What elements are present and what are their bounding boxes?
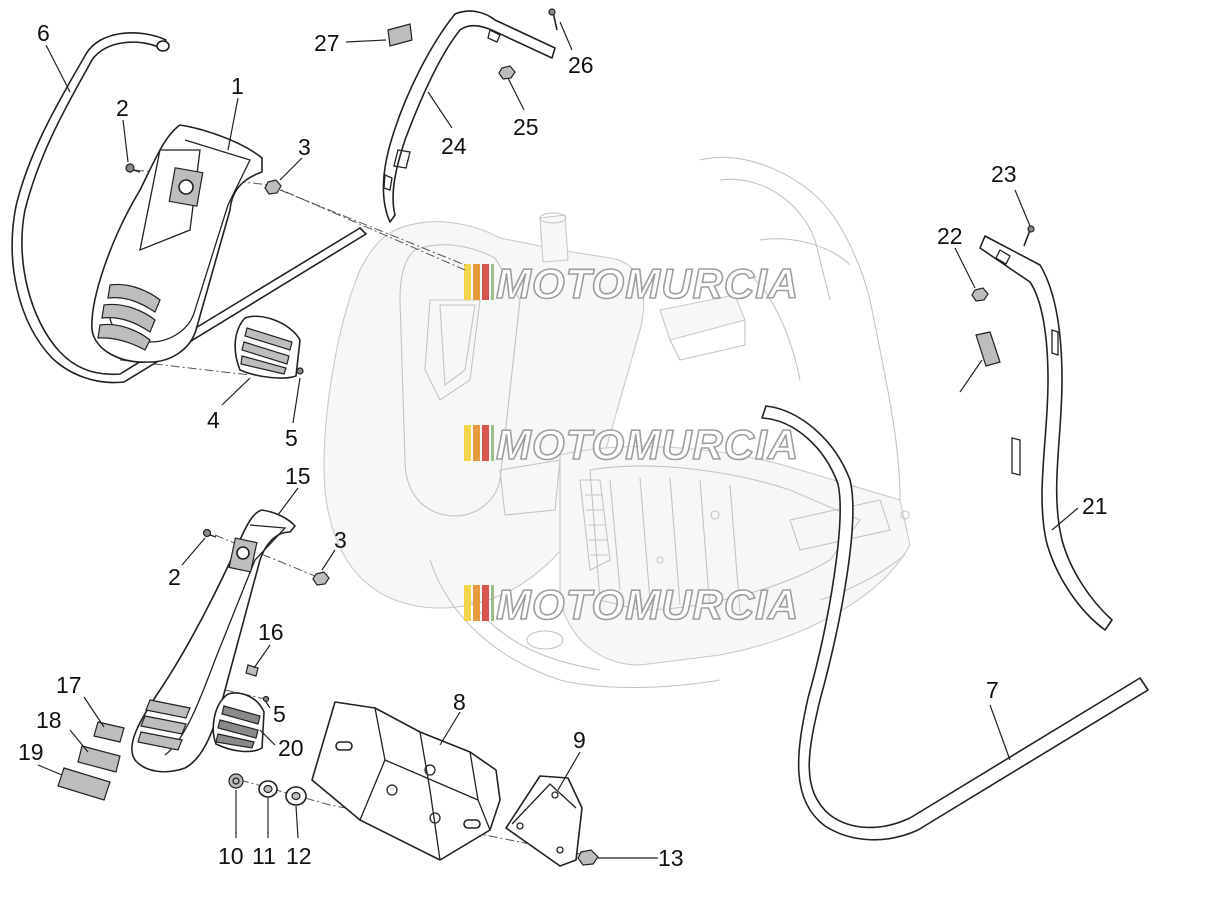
watermark-logo: MOTOMURCIA xyxy=(464,259,799,308)
callout-15: 16 xyxy=(258,619,284,645)
watermark-stripe xyxy=(482,264,489,300)
part-3-nut-lower xyxy=(312,571,330,586)
callout-10: 10 xyxy=(218,843,244,869)
watermark-text: MOTOMURCIA xyxy=(496,421,799,468)
part-13-nut xyxy=(577,849,599,866)
callout-22: 23 xyxy=(991,161,1017,187)
watermark-stripe xyxy=(482,585,489,621)
watermark-stripe xyxy=(482,425,489,461)
callout-3: 3 xyxy=(298,134,311,160)
watermark-logo: MOTOMURCIA xyxy=(464,420,799,469)
callout-11: 11 xyxy=(252,843,276,869)
part-21-nut xyxy=(971,287,989,302)
callout-1: 1 xyxy=(231,73,244,99)
part-3-nut xyxy=(264,179,282,195)
watermark-stripe xyxy=(473,264,480,300)
part-10-screw xyxy=(228,773,244,789)
part-26-pad xyxy=(387,23,413,47)
part-19-grille xyxy=(212,692,265,753)
callout-21: 22 xyxy=(937,223,963,249)
part-20-trim xyxy=(979,235,1113,631)
callout-16: 17 xyxy=(56,672,82,698)
callout-labels: 6 1 2 3 4 5 27 26 25 24 23 22 21 15 3 2 … xyxy=(18,20,1108,871)
part-4-grille xyxy=(234,315,301,379)
watermark-stripe xyxy=(473,425,480,461)
part-2-screw xyxy=(125,163,141,173)
callout-8: 8 xyxy=(453,689,466,715)
callout-17: 18 xyxy=(36,707,62,733)
watermark-text: MOTOMURCIA xyxy=(496,581,799,628)
part-14-lower-cover xyxy=(131,509,296,773)
part-8-bracket xyxy=(311,701,501,861)
part-17-insert xyxy=(77,745,121,773)
part-5-screw xyxy=(296,367,304,375)
watermark-stripe xyxy=(473,585,480,621)
watermark-stripe xyxy=(491,264,494,300)
part-18-insert xyxy=(57,767,111,801)
scooter-body-ghost xyxy=(323,156,911,689)
part-25-screw xyxy=(548,8,558,31)
callout-12: 12 xyxy=(286,843,312,869)
part-24-nut xyxy=(498,65,516,80)
part-23-trim xyxy=(382,10,556,223)
callout-20: 21 xyxy=(1082,493,1108,519)
part-1-front-cover xyxy=(91,124,263,363)
watermark-text: MOTOMURCIA xyxy=(496,260,799,307)
part-27-pad xyxy=(975,331,1001,367)
watermark-group: MOTOMURCIA MOTOMURCIA MOTOMURCIA xyxy=(464,259,799,629)
callout-13: 13 xyxy=(658,845,684,871)
callout-14: 15 xyxy=(285,463,311,489)
watermark-stripe xyxy=(491,585,494,621)
callout-2: 2 xyxy=(116,95,129,121)
watermark-stripe xyxy=(491,425,494,461)
callout-9: 9 xyxy=(573,727,586,753)
part-9-plate xyxy=(505,775,583,867)
part-2-screw-lower xyxy=(202,528,217,538)
callout-23: 24 xyxy=(441,133,467,159)
part-6-trim xyxy=(11,32,367,384)
callout-5-lower: 5 xyxy=(273,701,286,727)
callout-4: 4 xyxy=(207,407,220,433)
part-5-screw-lower xyxy=(262,695,270,703)
callout-24: 25 xyxy=(513,114,539,140)
callout-7: 7 xyxy=(986,677,999,703)
callout-25: 26 xyxy=(568,52,594,78)
callout-3-lower: 3 xyxy=(334,527,347,553)
part-7-trim xyxy=(761,405,1149,841)
callout-5: 5 xyxy=(285,425,298,451)
part-11-washer xyxy=(258,780,278,798)
part-12-washer xyxy=(285,786,307,806)
part-15-clip xyxy=(245,664,259,677)
leader-lines xyxy=(37,21,1079,859)
callout-2-lower: 2 xyxy=(168,564,181,590)
watermark-stripe xyxy=(464,585,471,621)
callout-26: 27 xyxy=(314,30,340,56)
part-16-insert xyxy=(93,721,125,743)
watermark-logo: MOTOMURCIA xyxy=(464,580,799,629)
watermark-stripe xyxy=(464,264,471,300)
watermark-stripe xyxy=(464,425,471,461)
callout-19: 20 xyxy=(278,735,304,761)
callout-18: 19 xyxy=(18,739,44,765)
callout-6: 6 xyxy=(37,20,50,46)
part-22-screw xyxy=(1023,225,1035,247)
